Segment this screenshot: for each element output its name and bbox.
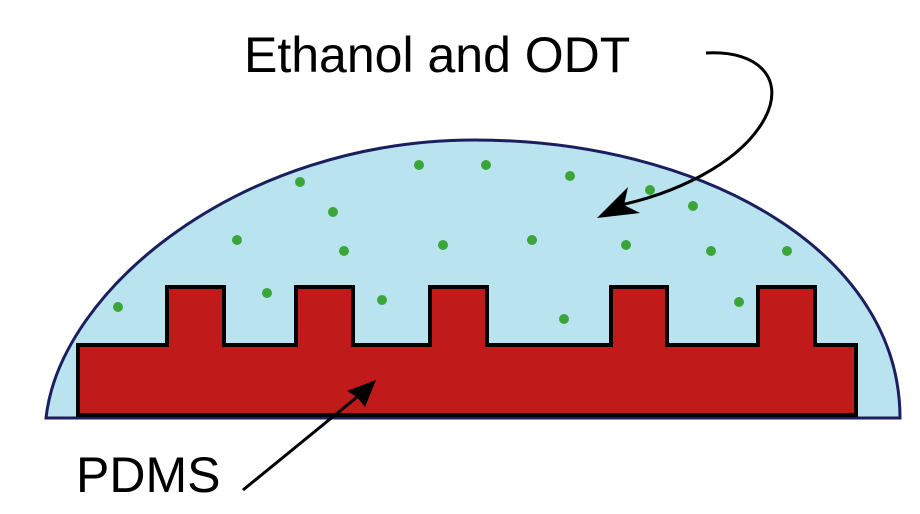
- stamp-label: PDMS: [76, 447, 220, 503]
- odt-molecule: [414, 160, 424, 170]
- solution-label: Ethanol and ODT: [244, 27, 630, 83]
- odt-molecule: [232, 235, 242, 245]
- odt-molecule: [559, 314, 569, 324]
- solution-arrowhead: [597, 187, 640, 218]
- odt-molecule: [527, 235, 537, 245]
- odt-molecule: [621, 240, 631, 250]
- odt-molecule: [377, 295, 387, 305]
- odt-molecule: [565, 171, 575, 181]
- odt-molecule: [113, 302, 123, 312]
- odt-molecule: [688, 201, 698, 211]
- odt-molecule: [645, 185, 655, 195]
- odt-molecules: [113, 160, 792, 324]
- odt-molecule: [706, 246, 716, 256]
- odt-molecule: [262, 288, 272, 298]
- solution-arrow: [619, 51, 774, 207]
- odt-molecule: [481, 160, 491, 170]
- odt-molecule: [782, 246, 792, 256]
- odt-molecule: [295, 177, 305, 187]
- odt-molecule: [328, 207, 338, 217]
- pdms-stamp: [76, 285, 858, 417]
- odt-molecule: [438, 240, 448, 250]
- odt-molecule: [339, 246, 349, 256]
- odt-molecule: [734, 297, 744, 307]
- stamp-arrowhead: [347, 380, 376, 407]
- stamp-arrow: [242, 391, 363, 492]
